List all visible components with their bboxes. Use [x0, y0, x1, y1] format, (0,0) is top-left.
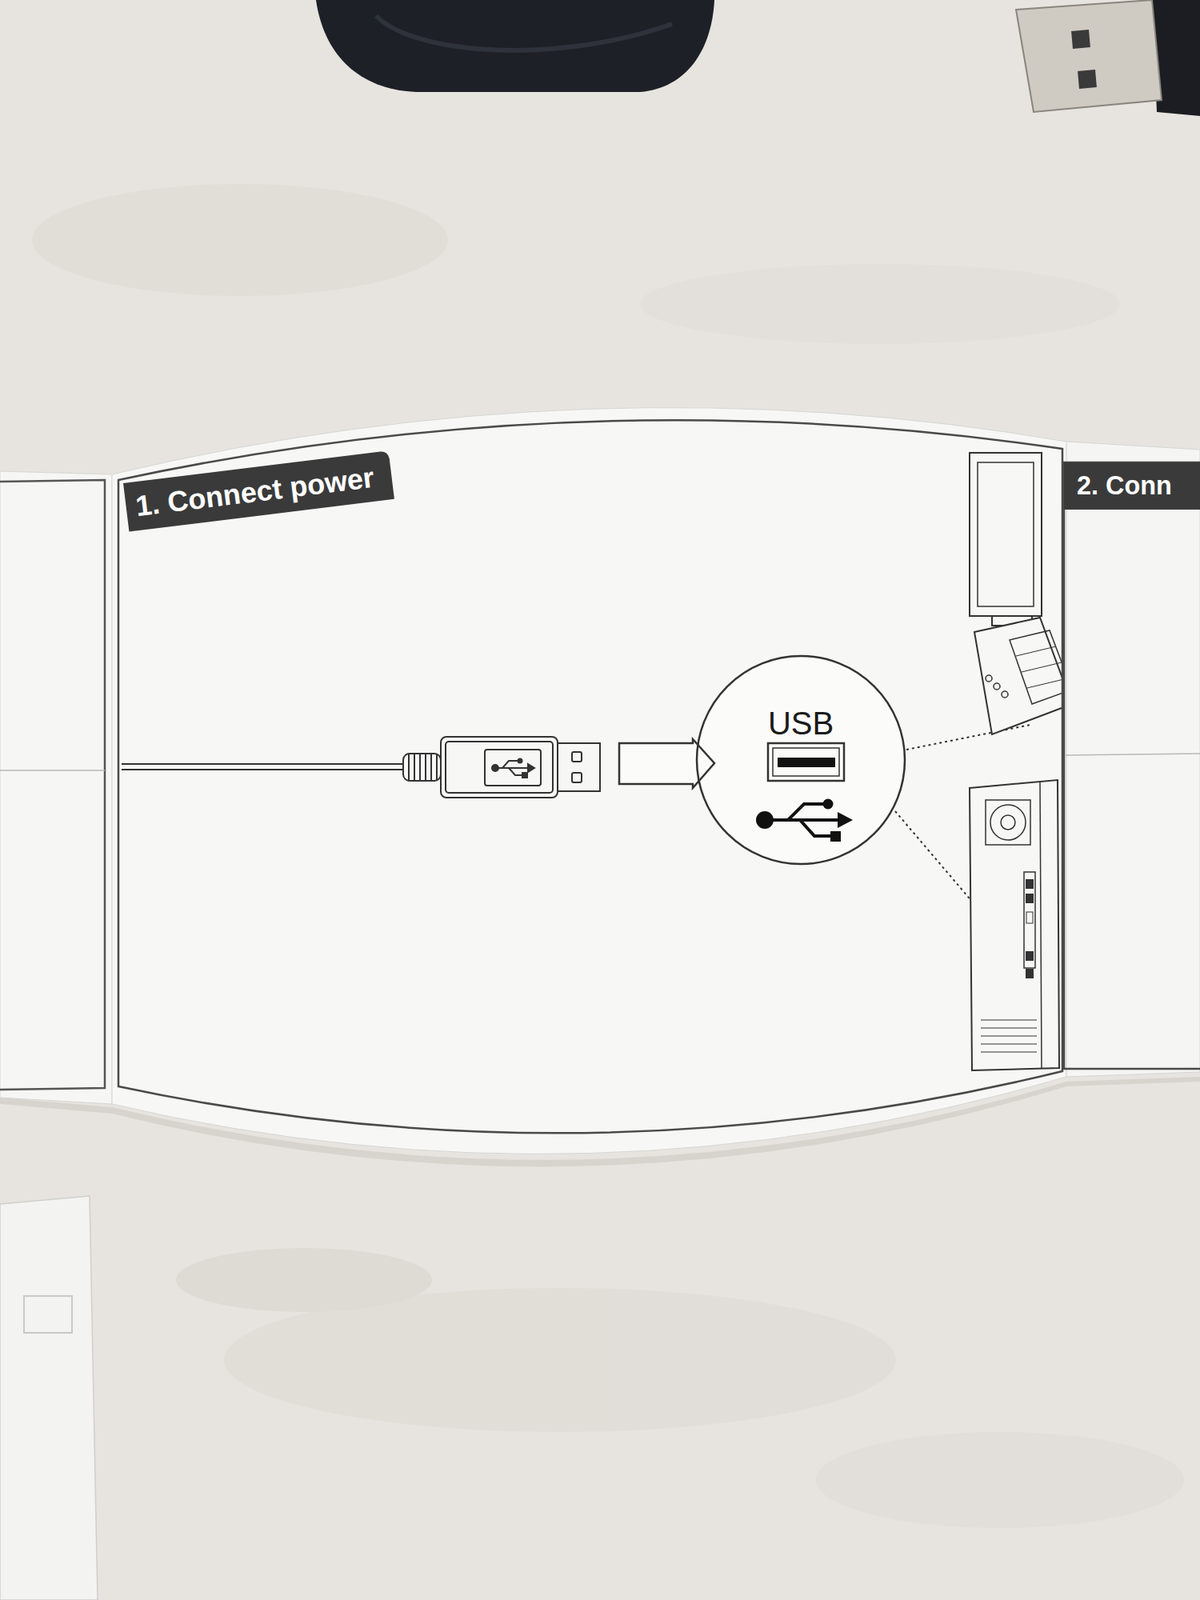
- io-panel: [1024, 872, 1036, 968]
- io-port: [1026, 969, 1033, 978]
- vent-line: [980, 1052, 1037, 1053]
- step-heading: 2. Conn: [1064, 462, 1200, 510]
- key-row: [1027, 678, 1063, 688]
- second-leaflet: [0, 1196, 98, 1600]
- io-port: [1026, 894, 1033, 903]
- plug-hole: [1071, 29, 1091, 49]
- cable-line: [121, 763, 404, 765]
- usb-plug-illustration: [121, 736, 600, 798]
- node-outline: [118, 416, 1063, 1144]
- laptop-port: [993, 683, 1000, 690]
- usb-symbol-branch: [800, 820, 832, 836]
- laptop-keyboard: [1009, 630, 1063, 704]
- io-port: [1026, 952, 1033, 960]
- laptop-screen: [977, 462, 1034, 607]
- logo-dot: [492, 764, 499, 772]
- vent-line: [980, 1020, 1037, 1021]
- logo-end: [518, 759, 523, 764]
- marble-vein: [32, 184, 448, 296]
- tower-case: [969, 780, 1060, 1071]
- show-through-line: [0, 769, 105, 772]
- usb-port-symbol: [756, 743, 853, 842]
- marble-texture: [32, 184, 1184, 1528]
- callout-ground: [696, 656, 905, 864]
- rib: [424, 754, 427, 780]
- logo-end: [522, 772, 528, 778]
- usb-port-inner: [772, 748, 840, 776]
- port-callout-circle: USB: [696, 655, 906, 865]
- rib: [413, 754, 416, 780]
- psu-fan-hub: [1000, 815, 1016, 830]
- step-heading: 1. Connect power: [123, 450, 395, 532]
- plug-metal: [1016, 0, 1162, 112]
- logo-stem: [494, 767, 530, 769]
- text-slot: USB: [696, 704, 906, 742]
- plug-hole: [572, 772, 582, 783]
- show-through-line: [1065, 753, 1200, 756]
- usb-port-tongue: [777, 757, 836, 768]
- callout-circle: [696, 656, 905, 864]
- io-port: [1026, 912, 1033, 924]
- rib: [436, 754, 438, 780]
- marble-vein: [640, 264, 1120, 344]
- leaflet-mark: [24, 1296, 72, 1333]
- rib: [408, 754, 410, 780]
- key-row: [1021, 662, 1062, 672]
- vent-line: [980, 1036, 1037, 1037]
- port-label: USB: [768, 704, 834, 742]
- strain-relief: [403, 753, 441, 781]
- insert-arrow: [619, 739, 715, 788]
- cushion-highlight: [376, 16, 672, 51]
- key-row: [1016, 646, 1056, 656]
- instruction-panel: 1. Connect powerUSB: [118, 416, 1063, 1144]
- leaflet-right-panel: [1066, 441, 1200, 1077]
- cable-line: [121, 768, 404, 771]
- psu-fan: [990, 804, 1026, 840]
- laptop-lid: [969, 452, 1042, 616]
- text-slot: 1. Connect power: [123, 450, 395, 532]
- logo-head: [528, 764, 535, 772]
- vent-line: [980, 1044, 1037, 1045]
- rib: [419, 754, 421, 780]
- left-panel-border: [0, 480, 105, 1090]
- plug-hole: [572, 752, 582, 762]
- logo-branch: [508, 768, 524, 776]
- marble-vein: [816, 1432, 1184, 1528]
- node-outline: [1064, 462, 1200, 1069]
- plug-logo-box: [484, 749, 541, 786]
- usb-symbol-branch: [788, 804, 824, 820]
- usb-port: [768, 743, 844, 781]
- logo-branch: [502, 760, 519, 768]
- plug-metal-end: [557, 743, 600, 792]
- plug-hole: [1077, 69, 1097, 89]
- psu-box: [985, 800, 1031, 845]
- laptop-port: [985, 675, 992, 682]
- text-slot: 2. Conn: [1064, 462, 1200, 510]
- leaflet-middle-panel: [112, 408, 1067, 1155]
- vent-line: [980, 1028, 1037, 1029]
- usb-symbol-head: [837, 812, 853, 828]
- plug-body: [440, 736, 558, 798]
- usb-symbol-end: [830, 831, 841, 842]
- laptop-port: [1001, 691, 1008, 698]
- io-port: [1026, 880, 1033, 888]
- headset-cushion: [316, 0, 715, 92]
- leaflet-left-panel: [0, 471, 112, 1104]
- computer-illustrations: [969, 452, 1063, 1071]
- leader-line: [906, 724, 1031, 750]
- marble-vein: [176, 1248, 432, 1312]
- panel-border: [118, 420, 1063, 1133]
- tower-edge: [1040, 781, 1042, 1069]
- panel-border: [1064, 462, 1200, 1069]
- node-outline: [696, 655, 906, 865]
- usb-symbol-end: [823, 799, 834, 810]
- laptop-base: [974, 617, 1063, 735]
- instruction-panel: 2. Conn: [1064, 462, 1200, 1069]
- plug-body-inner: [445, 741, 553, 793]
- rib: [430, 754, 432, 780]
